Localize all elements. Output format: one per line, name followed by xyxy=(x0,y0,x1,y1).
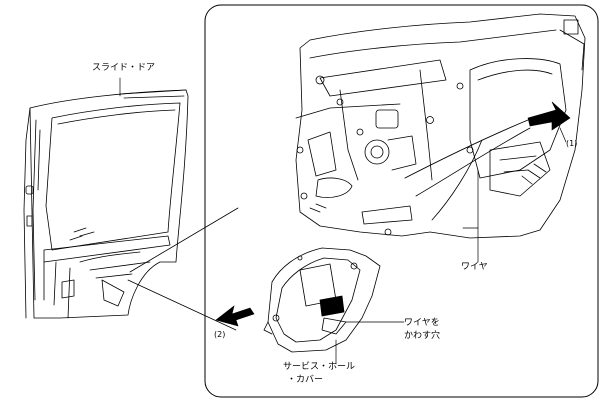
arrow-icon xyxy=(215,101,571,327)
cover-label-line2: ・カバー xyxy=(287,375,324,385)
step-1-label: (1) xyxy=(566,139,578,148)
detail-panel-frame xyxy=(204,4,599,398)
cover-label-line1: サービス・ホール xyxy=(283,362,356,372)
wire-hole-label-line2: かわす穴 xyxy=(404,331,441,341)
service-hole-cover xyxy=(263,247,381,353)
step-2-label: (2) xyxy=(214,330,226,339)
slide-door-label: スライド・ドア xyxy=(92,63,156,73)
wire-hole-label-line1: ワイヤを xyxy=(404,318,440,328)
door-inner-panel xyxy=(295,13,586,239)
leader-lines xyxy=(119,77,567,365)
callout-lines xyxy=(127,207,239,331)
slide-door-outline xyxy=(23,89,189,319)
wire-label: ワイヤ xyxy=(461,262,488,272)
